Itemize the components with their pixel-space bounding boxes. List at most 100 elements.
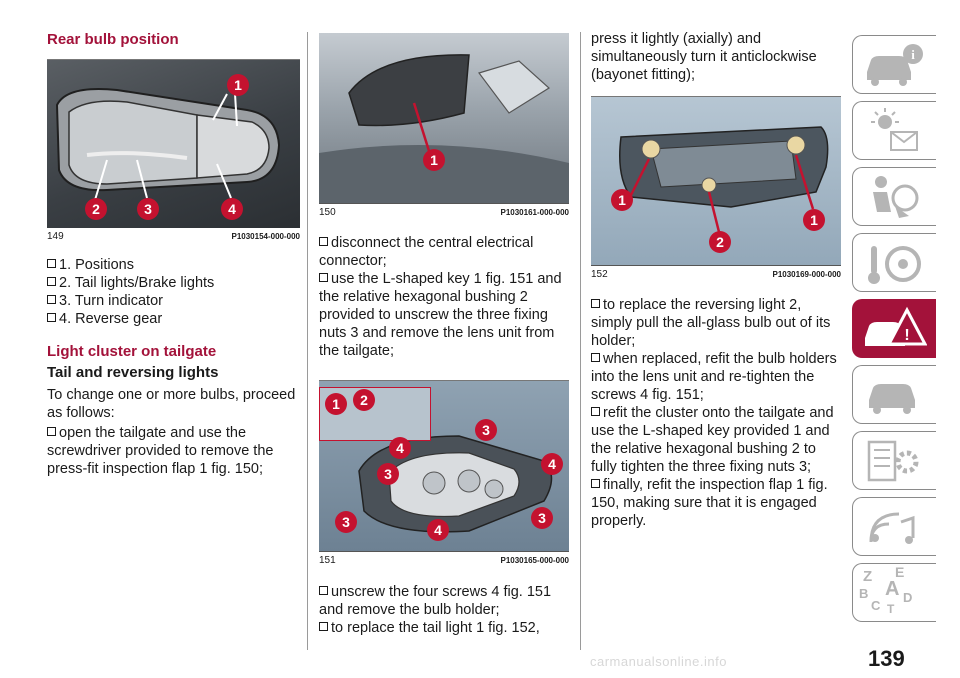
step-item: to replace the tail light 1 fig. 152,: [319, 619, 569, 637]
subsection-title: Tail and reversing lights: [47, 364, 219, 381]
column-divider: [307, 32, 308, 650]
figure-150: 1 150 P1030161-000-000: [319, 33, 569, 219]
nav-tab-lights-messages[interactable]: [852, 101, 936, 160]
step-item: open the tailgate and use the screwdrive…: [47, 425, 274, 477]
figure-top-rule: [591, 96, 841, 97]
callout-4: 4: [221, 198, 243, 220]
rear-light-illustration: [55, 88, 281, 201]
callout-1: 1: [423, 149, 445, 171]
multimedia-icon: [869, 512, 915, 544]
column-middle: 1 150 P1030161-000-000 disconnect the ce…: [319, 33, 569, 637]
car-maintenance-icon: [869, 384, 915, 414]
nav-tab-starting-driving[interactable]: [852, 233, 936, 292]
legend-item: 3. Turn indicator: [47, 292, 300, 310]
figure-top-rule: [47, 59, 300, 60]
figure-151: 1 2 3 4 4 3 3 4 3 151 P1030165-000-000: [319, 380, 569, 567]
tailgate-flap-illustration: [319, 54, 569, 203]
legend-item: 4. Reverse gear: [47, 310, 300, 328]
column-divider: [580, 32, 581, 650]
nav-tab-car-info[interactable]: i: [852, 35, 936, 94]
car-info-icon: i: [867, 44, 923, 86]
figure-149-image: 1 2 3 4: [47, 60, 300, 228]
figure-code: P1030161-000-000: [500, 208, 569, 217]
checkbox-bullet-icon: [47, 277, 56, 286]
figure-number: 151: [319, 555, 336, 566]
index-letter: E: [895, 564, 905, 580]
legend-item: 2. Tail lights/Brake lights: [47, 274, 300, 292]
step-list: unscrew the four screws 4 fig. 151 and r…: [319, 583, 569, 637]
checkbox-bullet-icon: [319, 622, 328, 631]
index-letter: A: [885, 578, 900, 600]
section-title-rear-bulb: Rear bulb position: [47, 31, 179, 48]
legend-item: 1. Positions: [47, 256, 300, 274]
figure-rule: [591, 265, 841, 266]
callout-1: 1: [227, 74, 249, 96]
legend-list: 1. Positions 2. Tail lights/Brake lights…: [47, 256, 300, 328]
nav-tab-specifications[interactable]: [852, 431, 936, 490]
figure-number: 149: [47, 231, 64, 242]
step-item: to replace the reversing light 2, simply…: [591, 297, 831, 349]
callout-3: 3: [475, 419, 497, 441]
safety-airbag-icon: [873, 176, 919, 218]
nav-tab-index[interactable]: Z E B A C D T: [852, 563, 936, 622]
checkbox-bullet-icon: [319, 273, 328, 282]
figure-149: 1 2 3 4 149 P1030154-000-000: [47, 59, 300, 243]
callout-2: 2: [709, 231, 731, 253]
nav-tab-emergency[interactable]: !: [852, 299, 936, 358]
figure-rule: [319, 203, 569, 204]
nav-tab-multimedia[interactable]: [852, 497, 936, 556]
figure-152-image: 1 2 1: [591, 97, 841, 265]
page-number: 139: [868, 646, 905, 671]
chapter-nav: i !: [852, 35, 936, 629]
callout-4: 4: [389, 437, 411, 459]
continued-paragraph: press it lightly (axially) and simultane…: [591, 31, 817, 83]
index-letter: T: [887, 602, 895, 616]
figure-caption: 149 P1030154-000-000: [47, 231, 300, 243]
callout-2: 2: [353, 389, 375, 411]
step-item: unscrew the four screws 4 fig. 151 and r…: [319, 584, 552, 618]
index-letter: B: [859, 586, 869, 601]
checkbox-bullet-icon: [47, 427, 56, 436]
callout-4: 4: [541, 453, 563, 475]
step-item: refit the cluster onto the tailgate and …: [591, 405, 834, 475]
key-steering-icon: [868, 246, 921, 284]
callout-1: 1: [803, 209, 825, 231]
checkbox-bullet-icon: [591, 353, 600, 362]
callout-4: 4: [427, 519, 449, 541]
checkbox-bullet-icon: [47, 259, 56, 268]
section-title-light-cluster: Light cluster on tailgate: [47, 343, 217, 360]
checkbox-bullet-icon: [591, 407, 600, 416]
column-right: press it lightly (axially) and simultane…: [591, 30, 841, 530]
step-list: disconnect the central electrical connec…: [319, 234, 569, 360]
figure-code: P1030169-000-000: [772, 270, 841, 279]
bulb-holder-illustration: [619, 126, 829, 233]
callout-2: 2: [85, 198, 107, 220]
nav-tab-safety[interactable]: [852, 167, 936, 226]
lens-unit-illustration: [358, 435, 553, 533]
callout-3: 3: [137, 198, 159, 220]
callout-1: 1: [611, 189, 633, 211]
intro-paragraph: To change one or more bulbs, proceed as …: [47, 387, 296, 421]
checkbox-bullet-icon: [319, 237, 328, 246]
lights-message-icon: [871, 108, 918, 151]
specifications-gear-icon: [867, 440, 919, 482]
index-letter: C: [871, 598, 881, 613]
watermark: carmanualsonline.info: [590, 654, 727, 669]
index-letter: D: [903, 590, 913, 605]
figure-caption: 150 P1030161-000-000: [319, 207, 569, 219]
nav-tab-maintenance[interactable]: [852, 365, 936, 424]
checkbox-bullet-icon: [319, 586, 328, 595]
svg-text:i: i: [911, 47, 915, 62]
figure-152: 1 2 1 152 P1030169-000-000: [591, 96, 841, 281]
figure-151-image: 1 2 3 4 4 3 3 4 3: [319, 381, 569, 551]
index-letter: Z: [863, 568, 873, 585]
figure-150-image: 1: [319, 33, 569, 203]
callout-1: 1: [325, 393, 347, 415]
checkbox-bullet-icon: [47, 295, 56, 304]
figure-code: P1030154-000-000: [231, 232, 300, 241]
step-list: to replace the reversing light 2, simply…: [591, 296, 841, 530]
figure-caption: 151 P1030165-000-000: [319, 555, 569, 567]
checkbox-bullet-icon: [591, 299, 600, 308]
figure-code: P1030165-000-000: [500, 556, 569, 565]
callout-3: 3: [335, 511, 357, 533]
